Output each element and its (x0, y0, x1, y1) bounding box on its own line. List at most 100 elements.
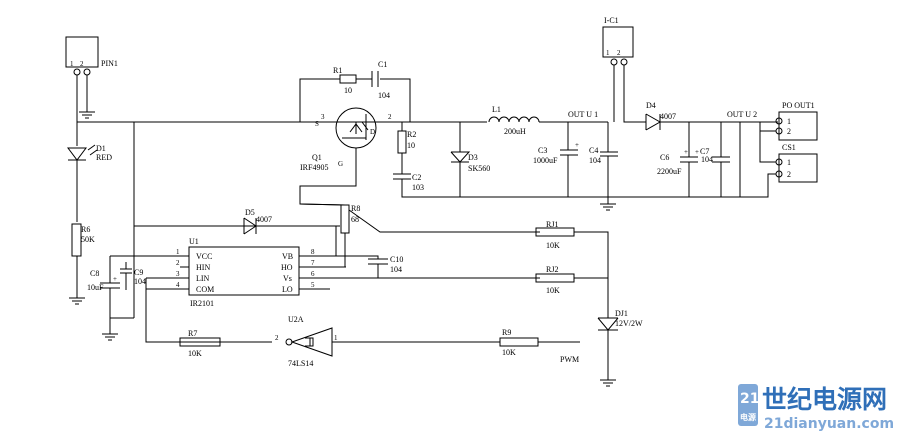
dj1-value: 12V/2W (615, 319, 643, 328)
svg-text:+: + (684, 148, 688, 156)
connector-pout1: 1 2 PO OUT1 (775, 101, 818, 141)
ic1-pin1: 1 (606, 49, 610, 57)
resistor-rj1: RJ1 10K (535, 220, 609, 318)
capacitor-c8: + C8 10uF (87, 255, 134, 319)
q1-pin2: 2 (388, 113, 392, 121)
c4-ref: C4 (589, 146, 598, 155)
r6-ref: R6 (81, 225, 90, 234)
u1-pin4-num: 4 (176, 281, 180, 289)
u1-pin2-name: HIN (196, 263, 210, 272)
q1-ref: Q1 (312, 153, 322, 162)
r8-ref: R8 (351, 204, 360, 213)
connector-ic1: 1 2 I-C1 (602, 16, 646, 123)
c6-value: 2200uF (657, 167, 682, 176)
output-return-rail (600, 122, 741, 198)
watermark-logo-sub: 电源 (740, 412, 756, 422)
u1-body (188, 246, 300, 296)
diode-d3: D3 SK560 (450, 122, 490, 197)
cs1-pin1: 1 (787, 158, 791, 167)
ic1-body (602, 26, 634, 58)
pout1-pin2: 2 (787, 127, 791, 136)
u1-part: IR2101 (190, 299, 214, 308)
r6-value: 50K (81, 235, 95, 244)
mosfet-q1: 3 2 S G D Q1 IRF4905 (299, 107, 540, 233)
d1-ref: D1 (96, 144, 106, 153)
pout1-body (778, 111, 818, 141)
r9-ref: R9 (502, 328, 511, 337)
cs1-label: CS1 (782, 143, 796, 152)
capacitor-c6: + C6 2200uF (657, 122, 698, 197)
pin1-label: PIN1 (101, 59, 118, 68)
r2-ref: R2 (407, 130, 416, 139)
led-d1: D1 RED (67, 122, 112, 222)
cs1-body (778, 153, 818, 183)
d5-value: 4007 (256, 215, 272, 224)
capacitor-c7: + C7 104 (695, 122, 730, 197)
net-out-u2: OUT U 2 (727, 110, 757, 119)
u1-pin6-num: 6 (311, 270, 315, 278)
pout1-pin1: 1 (787, 117, 791, 126)
capacitor-c2: C2 103 (393, 153, 608, 198)
c10-ref: C10 (390, 255, 403, 264)
resistor-r8: R8 68 (340, 204, 360, 267)
l1-ref: L1 (492, 105, 501, 114)
u2a-part: 74LS14 (288, 359, 313, 368)
d3-value: SK560 (468, 164, 490, 173)
svg-text:+: + (575, 141, 579, 149)
resistor-r1: R1 10 (333, 66, 357, 95)
ic-u1-ir2101: U1 IR2101 1 2 3 4 VCC HIN LIN COM 8 7 6 … (146, 237, 540, 308)
connector-pin1: 1 2 PIN1 (65, 36, 118, 76)
rj2-ref: RJ2 (546, 265, 558, 274)
dj1-ref: DJ1 (615, 309, 628, 318)
resistor-r6: R6 50K (69, 223, 95, 305)
d4-ref: D4 (646, 101, 656, 110)
r2-value: 10 (407, 141, 415, 150)
u1-pin5-num: 5 (311, 281, 315, 289)
ic1-pin2: 2 (617, 49, 621, 57)
c2-ref: C2 (412, 173, 421, 182)
zener-dj1: DJ1 12V/2W (597, 309, 643, 387)
resistor-rj2: RJ2 10K (535, 265, 608, 295)
capacitor-c1: C1 104 (371, 60, 390, 100)
ic1-label: I-C1 (604, 16, 619, 25)
cs1-pin2: 2 (787, 170, 791, 179)
c3-value: 1000uF (533, 156, 558, 165)
u2a-pin-out: 2 (275, 334, 279, 342)
c3-ref: C3 (538, 146, 547, 155)
watermark-logo-number: 21 (740, 391, 759, 407)
vcc-to-u1 (133, 226, 180, 257)
inductor-l1: L1 200uH (487, 105, 540, 136)
u1-pin5-name: LO (282, 285, 293, 294)
c4-value: 104 (589, 156, 601, 165)
c8-value: 10uF (87, 283, 104, 292)
r7-ref: R7 (188, 329, 197, 338)
u1-pin3-num: 3 (176, 270, 180, 278)
c9-ref: C9 (134, 268, 143, 277)
c7-polarity: + (695, 148, 699, 156)
q1-pin-g: G (338, 160, 343, 168)
u1-pin7-num: 7 (311, 259, 315, 267)
watermark-logo-block (738, 384, 758, 426)
d3-ref: D3 (468, 153, 478, 162)
d1-value: RED (96, 153, 112, 162)
u1-ref: U1 (189, 237, 199, 246)
rj1-value: 10K (546, 241, 560, 250)
u1-pin1-num: 1 (176, 248, 180, 256)
u1-pin6-name: Vs (283, 274, 292, 283)
c1-value: 104 (378, 91, 390, 100)
net-out-u1: OUT U 1 (568, 110, 598, 119)
watermark-url: 21dianyuan.com (764, 416, 894, 432)
c7-value: 104 (701, 155, 713, 164)
c8-ref: C8 (90, 269, 99, 278)
c6-ref: C6 (660, 153, 669, 162)
net-pwm: PWM (560, 355, 579, 364)
d4-value: 4007 (660, 112, 676, 121)
c2-value: 103 (412, 183, 424, 192)
ground-c4 (600, 197, 616, 211)
u1-pin8-name: VB (282, 252, 293, 261)
r1-value: 10 (344, 86, 352, 95)
resistor-r9: R9 10K (499, 328, 580, 357)
pin1-ground (79, 75, 95, 119)
